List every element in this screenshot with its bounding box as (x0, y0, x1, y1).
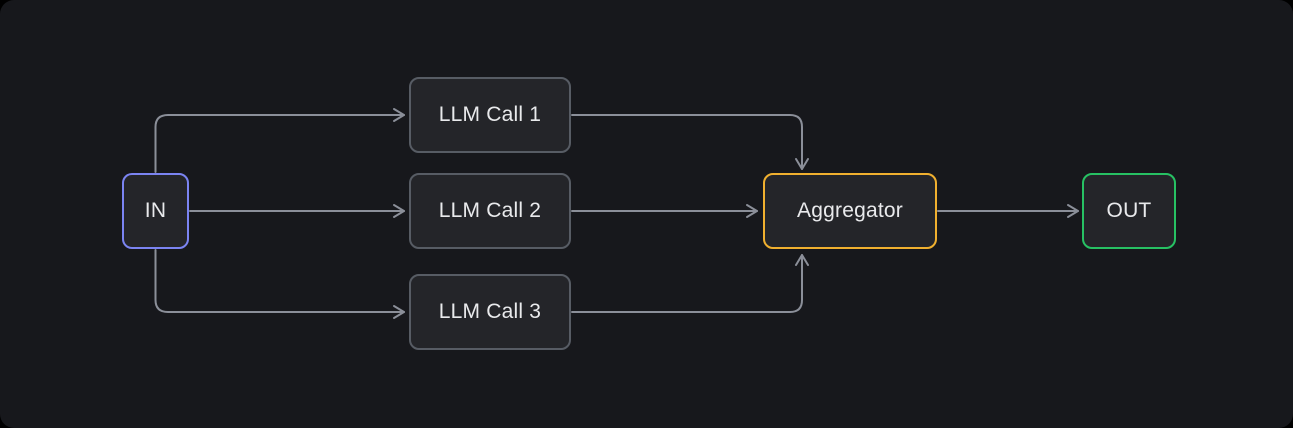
node-llm-call-3-label: LLM Call 3 (438, 300, 542, 323)
node-llm-call-3: LLM Call 3 (409, 274, 571, 350)
node-llm-call-2: LLM Call 2 (409, 173, 571, 249)
edge-in-llm3 (154, 249, 405, 319)
edge-llm1-aggregator (571, 114, 809, 170)
node-aggregator: Aggregator (763, 173, 937, 249)
node-out: OUT (1082, 173, 1176, 249)
edge-llm3-aggregator (571, 254, 809, 313)
node-llm-call-1: LLM Call 1 (409, 77, 571, 153)
node-aggregator-label: Aggregator (797, 199, 903, 222)
node-llm-call-2-label: LLM Call 2 (438, 199, 542, 222)
node-out-label: OUT (1106, 199, 1152, 222)
node-llm-call-1-label: LLM Call 1 (438, 103, 542, 126)
edge-in-llm1 (154, 108, 405, 173)
node-in: IN (122, 173, 189, 249)
node-in-label: IN (144, 199, 167, 222)
